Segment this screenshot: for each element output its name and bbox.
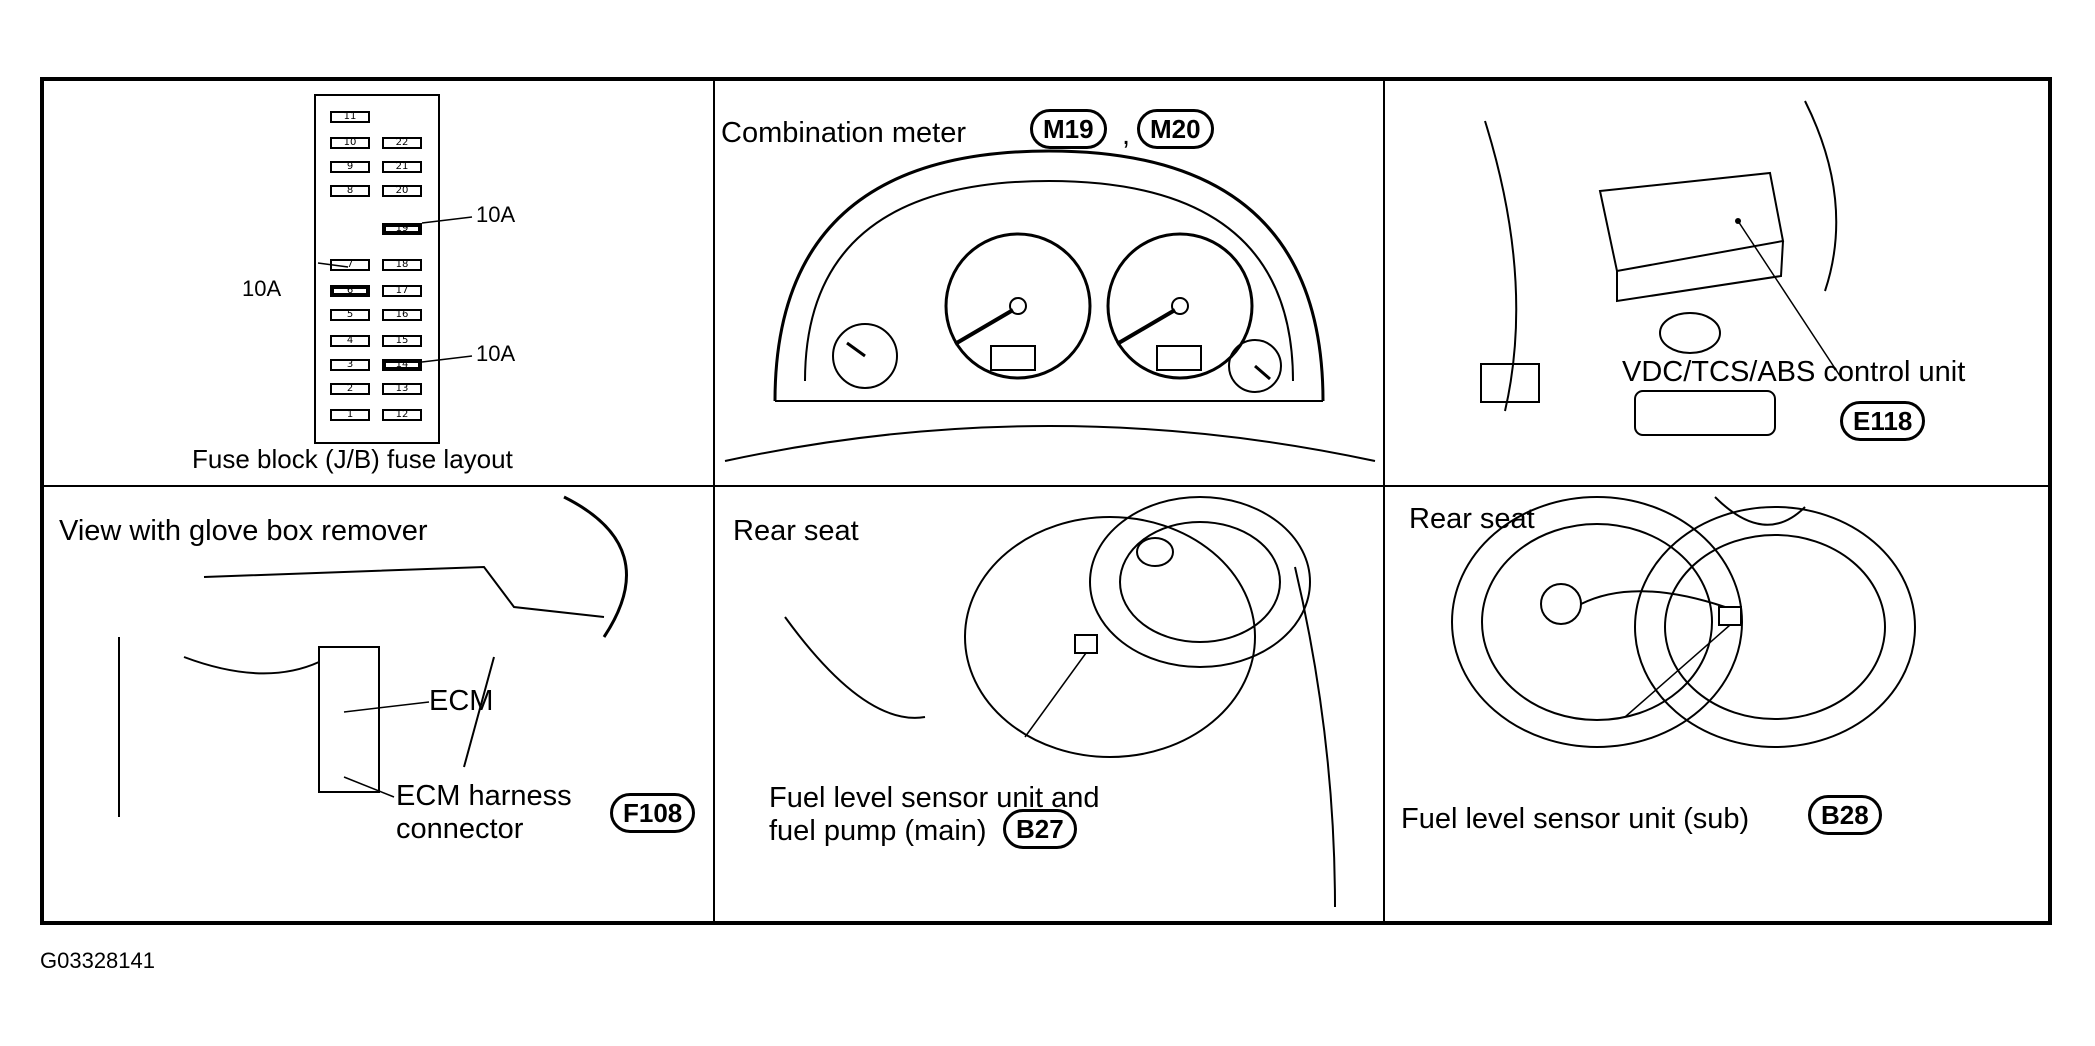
ecm-panel: View with glove box remover ECM ECM harn… — [44, 487, 713, 923]
connector-separator: , — [1122, 119, 1131, 151]
fuse-6-amperage: 10A — [242, 276, 282, 301]
fuel-pump-main-illustration — [784, 496, 1336, 908]
connector-e118: E118 — [1840, 401, 1926, 441]
connector-f108: F108 — [610, 793, 696, 833]
fuse-19: 19 — [382, 223, 422, 235]
vdc-unit-illustration — [1480, 100, 1841, 436]
fuel-sensor-sub-panel: Rear seat Fuel level sensor unit (sub) B… — [1385, 487, 2052, 923]
fuse-2: 2 — [330, 383, 370, 395]
figure-id: G03328141 — [40, 948, 155, 973]
fuse-14-amperage: 10A — [476, 341, 516, 366]
connector-m19: M19 — [1030, 109, 1107, 149]
vdc-control-unit-panel: VDC/TCS/ABS control unit E118 — [1385, 81, 2052, 485]
fuse-5: 5 — [330, 309, 370, 321]
combination-meter-title: Combination meter — [721, 117, 966, 149]
ecm-harness-label-line1: ECM harness — [396, 780, 572, 812]
fuse-10: 10 — [330, 137, 370, 149]
fuse-13: 13 — [382, 383, 422, 395]
fuse-12: 12 — [382, 409, 422, 421]
fuse-18: 18 — [382, 259, 422, 271]
fuse-7: 7 — [330, 259, 370, 271]
fuse-8: 8 — [330, 185, 370, 197]
fuel-main-label-line1: Fuel level sensor unit and — [769, 782, 1100, 814]
fuse-1: 1 — [330, 409, 370, 421]
fuse-9: 9 — [330, 161, 370, 173]
combination-meter-panel: Combination meter M19 , M20 — [715, 81, 1383, 485]
column-divider-2 — [1383, 81, 1385, 921]
connector-b28: B28 — [1808, 795, 1882, 835]
fuse-20: 20 — [382, 185, 422, 197]
connector-b27: B27 — [1003, 809, 1077, 849]
fuse-19-amperage: 10A — [476, 202, 516, 227]
fuse-block-outline — [314, 94, 473, 444]
fuse-6: 6 — [330, 285, 370, 297]
fuse-22: 22 — [382, 137, 422, 149]
connector-m20: M20 — [1137, 109, 1214, 149]
fuel-main-label-line2: fuel pump (main) — [769, 815, 987, 847]
fuel-main-rear-seat-title: Rear seat — [733, 515, 859, 547]
fuse-3: 3 — [330, 359, 370, 371]
fuel-sub-rear-seat-title: Rear seat — [1409, 503, 1535, 535]
fuse-16: 16 — [382, 309, 422, 321]
fuse-layout-caption: Fuse block (J/B) fuse layout — [192, 444, 513, 474]
fuel-pump-main-panel: Rear seat Fuel level sensor unit and fue… — [715, 487, 1383, 923]
fuel-sub-label: Fuel level sensor unit (sub) — [1401, 803, 1750, 835]
ecm-illustration — [118, 495, 628, 817]
ecm-view-title: View with glove box remover — [59, 515, 428, 547]
instrument-cluster-illustration — [724, 149, 1376, 462]
fuse-11: 11 — [330, 111, 370, 123]
vdc-control-unit-label: VDC/TCS/ABS control unit — [1622, 356, 1966, 388]
fuse-21: 21 — [382, 161, 422, 173]
fuse-17: 17 — [382, 285, 422, 297]
fuel-sensor-sub-illustration — [1451, 496, 1916, 748]
fuse-14: 14 — [382, 359, 422, 371]
fuse-15: 15 — [382, 335, 422, 347]
ecm-label: ECM — [429, 685, 494, 717]
fuse-4: 4 — [330, 335, 370, 347]
column-divider-1 — [713, 81, 715, 921]
ecm-harness-label-line2: connector — [396, 813, 524, 845]
row-divider — [44, 485, 2048, 487]
